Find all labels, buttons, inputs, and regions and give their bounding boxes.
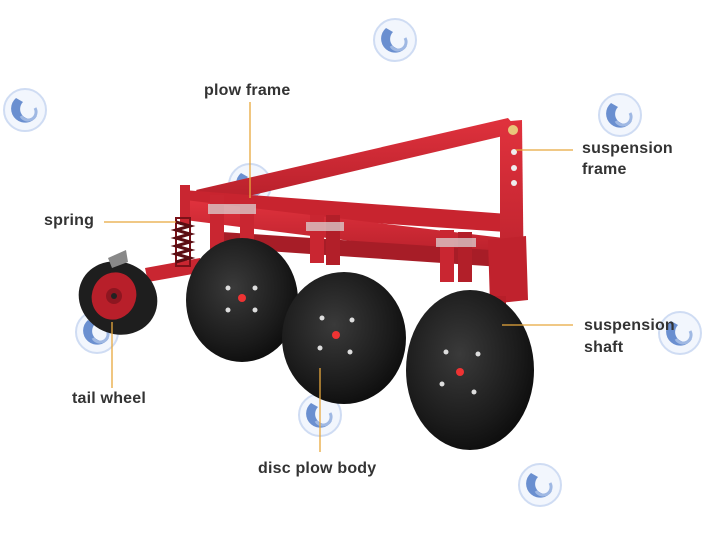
disc-plow-body-label: disc plow body [258, 460, 377, 477]
plow-frame [145, 118, 528, 328]
spring-coil [170, 217, 196, 267]
wave-logo-icon [372, 17, 418, 63]
wave-logo-icon [2, 87, 48, 133]
leader-lines [104, 102, 573, 452]
suspension-shaft-label-line2: shaft [584, 339, 624, 356]
suspension-frame-label-line1: suspension [582, 140, 673, 157]
plow-frame-label: plow frame [204, 82, 291, 99]
suspension-shaft-label-line1: suspension [584, 317, 675, 334]
tail-wheel [78, 250, 158, 335]
wave-logo-icon [597, 92, 643, 138]
suspension-frame-label-line2: frame [582, 161, 627, 178]
tail-wheel-label: tail wheel [72, 390, 147, 407]
wave-logo-icon [517, 462, 563, 508]
disc-plow-body [186, 238, 534, 450]
spring-label: spring [44, 212, 95, 229]
